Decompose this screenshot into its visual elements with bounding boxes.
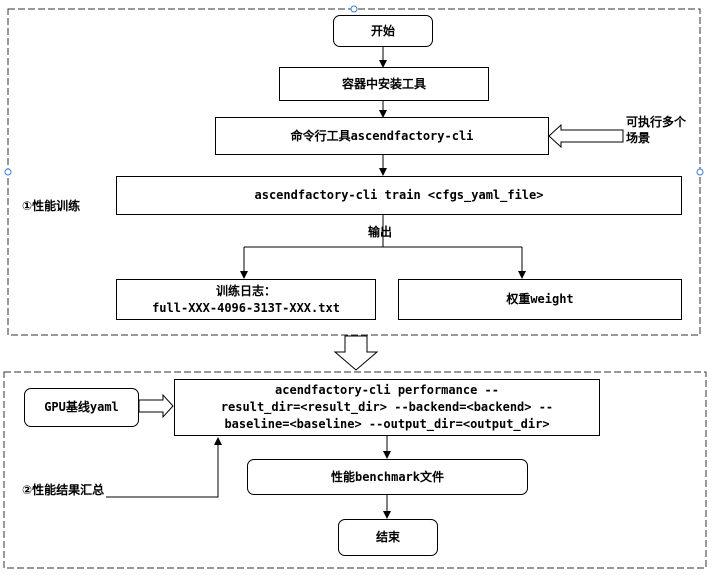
- section2-frame: [3, 371, 707, 569]
- log-text-line1: 训练日志：: [215, 283, 276, 298]
- install-node: 容器中安装工具: [279, 67, 489, 101]
- block-arrow-right: [138, 393, 174, 419]
- weight-node: 权重weight: [398, 279, 682, 320]
- section1-label: ①性能训练: [22, 199, 81, 213]
- performance-node: acendfactory-cli performance -- result_d…: [174, 379, 600, 436]
- frame-handle: [350, 5, 358, 13]
- cli-node: 命令行工具ascendfactory-cli: [215, 117, 549, 155]
- cli-text: 命令行工具ascendfactory-cli: [290, 128, 474, 143]
- train-text: ascendfactory-cli train <cfgs_yaml_file>: [254, 188, 544, 202]
- gpu-baseline-node: GPU基线yaml: [24, 388, 139, 427]
- performance-text-line1: acendfactory-cli performance --: [275, 383, 499, 397]
- block-arrow-left: [548, 123, 624, 149]
- arrow-summary-to-perf: [106, 437, 222, 498]
- weight-text: 权重weight: [506, 292, 574, 306]
- end-text: 结束: [375, 530, 400, 544]
- benchmark-text: 性能benchmark文件: [330, 469, 445, 484]
- output-label: 输出: [368, 225, 393, 239]
- end-node: 结束: [338, 519, 438, 556]
- frame-handle: [4, 168, 12, 176]
- start-node: 开始: [333, 15, 433, 47]
- gpu-baseline-text: GPU基线yaml: [44, 400, 119, 414]
- block-arrow-down: [333, 335, 379, 371]
- train-node: ascendfactory-cli train <cfgs_yaml_file>: [116, 176, 682, 215]
- performance-text-line3: baseline=<baseline> --output_dir=<output…: [224, 417, 550, 431]
- frame-handle: [696, 168, 704, 176]
- start-text: 开始: [370, 23, 395, 38]
- log-text-line2: full-XXX-4096-313T-XXX.txt: [152, 300, 340, 315]
- log-node: 训练日志： full-XXX-4096-313T-XXX.txt: [116, 279, 376, 320]
- section2-label: ②性能结果汇总: [22, 483, 105, 497]
- install-text: 容器中安装工具: [341, 76, 426, 91]
- performance-text-line2: result_dir=<result_dir> --backend=<backe…: [220, 400, 554, 414]
- benchmark-node: 性能benchmark文件: [247, 459, 528, 495]
- note-multiple-scenarios: 可执行多个场景: [626, 115, 687, 145]
